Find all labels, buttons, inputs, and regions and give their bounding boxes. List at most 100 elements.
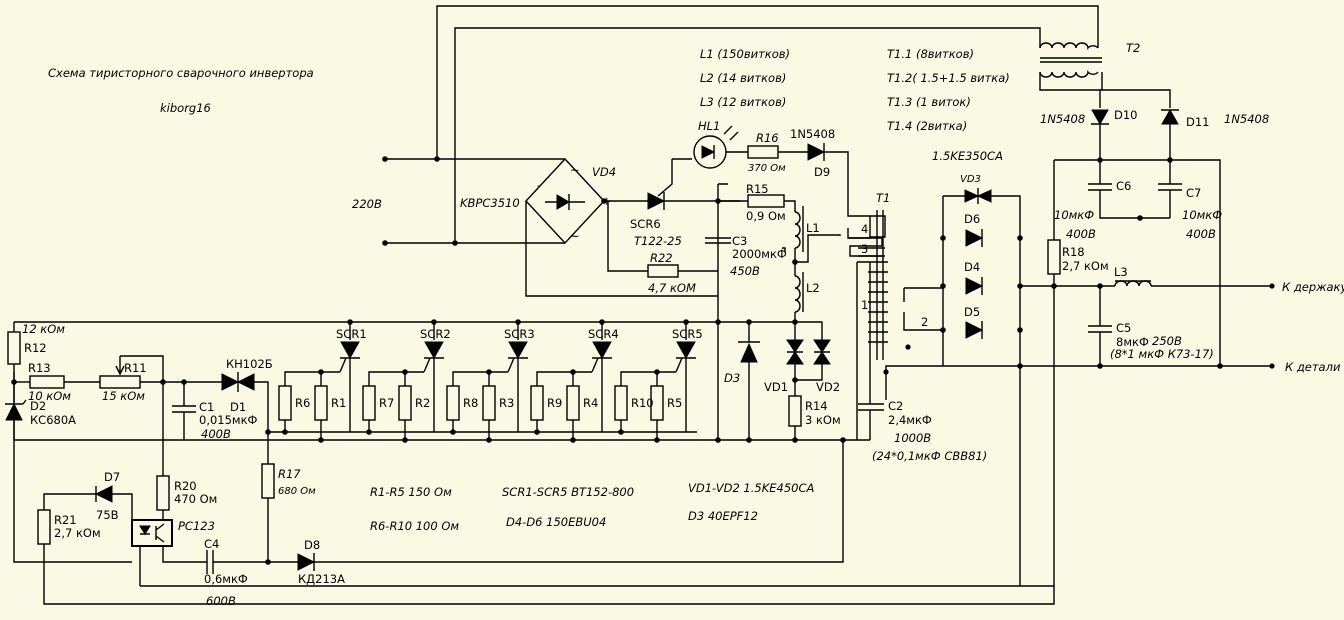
- junction-dot: [431, 319, 437, 325]
- d1-type: КН102Б: [226, 357, 273, 371]
- c1-value: 0,015мкФ: [199, 413, 258, 427]
- r16-label: R16: [756, 131, 779, 145]
- c2-value: 2,4мкФ: [888, 413, 932, 427]
- bridge-ac1: ~: [570, 163, 580, 177]
- r11-value: 15 кОм: [102, 389, 145, 403]
- r18-label: R18: [1062, 245, 1085, 259]
- snubber-section: C2 2,4мкФ 1000В (24*0,1мкФ СВВ81) VD1 VD…: [724, 262, 987, 463]
- t2-primary: [1039, 42, 1099, 50]
- r14-resistor: [788, 395, 802, 427]
- r21-value: 2,7 кОм: [54, 526, 101, 540]
- scr-inner-resistor: [566, 385, 580, 421]
- junction-dot: [282, 429, 288, 435]
- scr-gate: [591, 357, 612, 373]
- junction-dot: [486, 369, 492, 375]
- c3-r15-l1-l2: C3 2000мкФ 450В R15 0,9 Ом L1 L2: [705, 182, 841, 440]
- r12-value: 12 кОм: [22, 322, 65, 336]
- junction-dot: [486, 437, 492, 443]
- r17-value: 680 Ом: [278, 486, 316, 497]
- c6-voltage: 400В: [1066, 227, 1096, 241]
- l2-inductor: [794, 275, 801, 313]
- r18-value: 2,7 кОм: [1062, 259, 1109, 273]
- scr-inner-resistor-label: R5: [667, 396, 682, 410]
- junction-dot: [570, 437, 576, 443]
- r12-resistor: [7, 331, 21, 365]
- terminal-holder: К держаку: [1282, 280, 1344, 294]
- junction-dot: [318, 369, 324, 375]
- note-d4-d6: D4-D6 150EBU04: [506, 515, 606, 529]
- c6-label: C6: [1116, 179, 1131, 193]
- note-l3: L3 (12 витков): [700, 95, 786, 109]
- note-vd1-vd2: VD1-VD2 1.5KE450CA: [688, 481, 814, 495]
- junction-dot: [654, 369, 660, 375]
- d11-label: D11: [1186, 115, 1210, 129]
- note-t1-1: T1.1 (8витков): [887, 47, 974, 61]
- r13-value: 10 кОм: [28, 389, 71, 403]
- r15-label: R15: [746, 182, 769, 196]
- d4-label: D4: [964, 260, 980, 274]
- junction-dot: [618, 429, 624, 435]
- scr-gate: [675, 357, 696, 373]
- scr-symbol: [676, 341, 696, 360]
- output-filter: L3 К держаку C5 8мкФ 250В (8*1 мкФ К73-1…: [943, 265, 1344, 586]
- scr-cell-wires: [620, 322, 687, 440]
- junction-dot: [599, 319, 605, 325]
- scr-label: SCR1: [336, 327, 367, 341]
- scr-cell-wires: [452, 322, 519, 440]
- t2-feed-wire-1: [436, 5, 1099, 159]
- r21-resistor: [37, 509, 51, 545]
- pc123-label: PC123: [178, 519, 215, 533]
- schematic-author: kiborg16: [160, 101, 211, 115]
- note-t1-4: T1.4 (2витка): [887, 119, 967, 133]
- scr-outer-resistor-label: R6: [295, 396, 310, 410]
- hl1-label: HL1: [698, 119, 720, 133]
- c3-voltage: 450В: [730, 264, 760, 278]
- r15-resistor: [747, 194, 785, 208]
- c7-value: 10мкФ: [1182, 208, 1222, 222]
- t2-secondary: [1039, 70, 1099, 78]
- c4-label: C4: [204, 537, 219, 551]
- scr-gate: [507, 357, 528, 373]
- junction-dot: [318, 437, 324, 443]
- c1-capacitor: [172, 382, 196, 440]
- d9-diode: [807, 143, 826, 161]
- r16-value: 370 Ом: [748, 163, 786, 174]
- c7-label: C7: [1186, 186, 1201, 200]
- l1-label: L1: [806, 221, 820, 235]
- d3-diode: [740, 342, 758, 363]
- c3-value: 2000мкФ: [732, 247, 787, 261]
- scr-inner-resistor: [650, 385, 664, 421]
- c3-label: C3: [732, 234, 747, 248]
- d4-diode: [965, 277, 984, 295]
- vd3-label: VD3: [960, 174, 981, 185]
- scr-symbol: [340, 341, 360, 360]
- scr-outer-resistor-label: R10: [631, 396, 654, 410]
- d10-diode: [1091, 109, 1109, 126]
- scr-inner-resistor-label: R1: [331, 396, 346, 410]
- r11-label: R11: [124, 361, 147, 375]
- d8-label: D8: [304, 538, 320, 552]
- d2-zener: [5, 402, 23, 421]
- scr-inner-resistor: [314, 385, 328, 421]
- c7-capacitor: [1158, 160, 1182, 218]
- junction-dot: [534, 429, 540, 435]
- component-notes: R1-R5 150 Ом R6-R10 100 Ом SCR1-SCR5 BT1…: [370, 481, 814, 533]
- vd3-type: 1.5KE350CA: [932, 149, 1003, 163]
- t1-label: T1: [876, 191, 890, 205]
- charge-circuit: SCR6 T122-25 R22 4,7 кОМ HL1 R16 370 Ом …: [601, 119, 870, 295]
- junction-dot: [366, 429, 372, 435]
- c5-voltage: 250В: [1152, 334, 1182, 348]
- r15-value: 0,9 Ом: [746, 209, 786, 223]
- scr-symbol: [508, 341, 528, 360]
- scr-inner-resistor-label: R4: [583, 396, 598, 410]
- d9-type: 1N5408: [790, 127, 835, 141]
- scr-outer-resistor-label: R7: [379, 396, 394, 410]
- d7-label: D7: [104, 470, 120, 484]
- bridge-ac2: ~: [570, 229, 580, 243]
- d2-type: КС680А: [30, 413, 76, 427]
- mains-input: 220В: [352, 5, 1099, 246]
- r12-label: R12: [24, 341, 47, 355]
- vd4-label: VD4: [592, 165, 616, 179]
- c4-voltage: 600В: [206, 594, 236, 608]
